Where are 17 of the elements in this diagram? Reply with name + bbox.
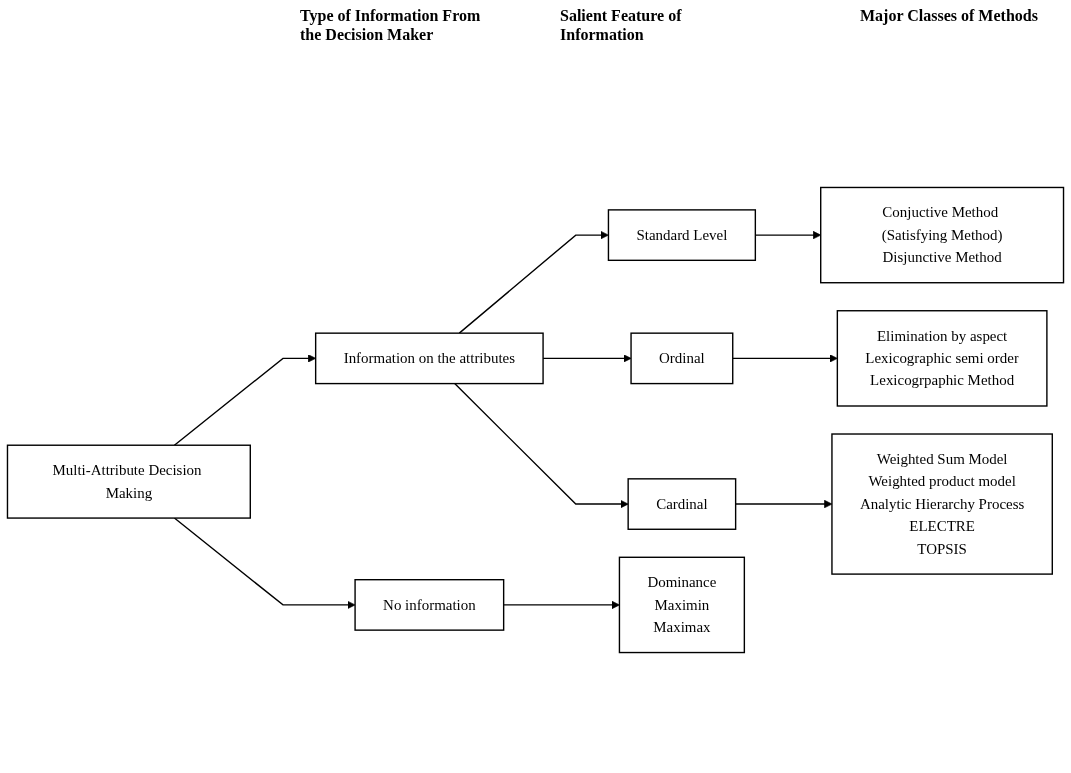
- column-heading: Salient Feature of Information: [560, 6, 683, 45]
- node-box: Conjuctive Method (Satisfying Method) Disjunctive Method: [820, 186, 1065, 284]
- node-box: Dominance Maximin Maximax: [618, 556, 746, 654]
- node-box: No information: [354, 579, 505, 631]
- node-box: Information on the attributes: [314, 332, 544, 385]
- node-box: Elimination by aspect Lexicographic semi order Lexicogrpaphic Method: [836, 310, 1048, 407]
- node-box: Multi-Attribute Decision Making: [6, 444, 251, 519]
- arrow: [454, 382, 629, 509]
- node-box: Cardinal: [627, 478, 737, 530]
- column-heading: Major Classes of Methods: [860, 6, 1039, 26]
- node-box: Ordinal: [630, 332, 734, 385]
- arrow: [458, 230, 609, 334]
- arrow: [173, 517, 356, 609]
- node-box: Weighted Sum Model Weighted product model Analytic Hierarchy Process ELECTRE TOPSIS: [831, 433, 1053, 575]
- node-box: Standard Level: [607, 209, 757, 261]
- column-heading: Type of Information From the Decision Maker: [300, 6, 482, 45]
- arrow: [732, 354, 838, 363]
